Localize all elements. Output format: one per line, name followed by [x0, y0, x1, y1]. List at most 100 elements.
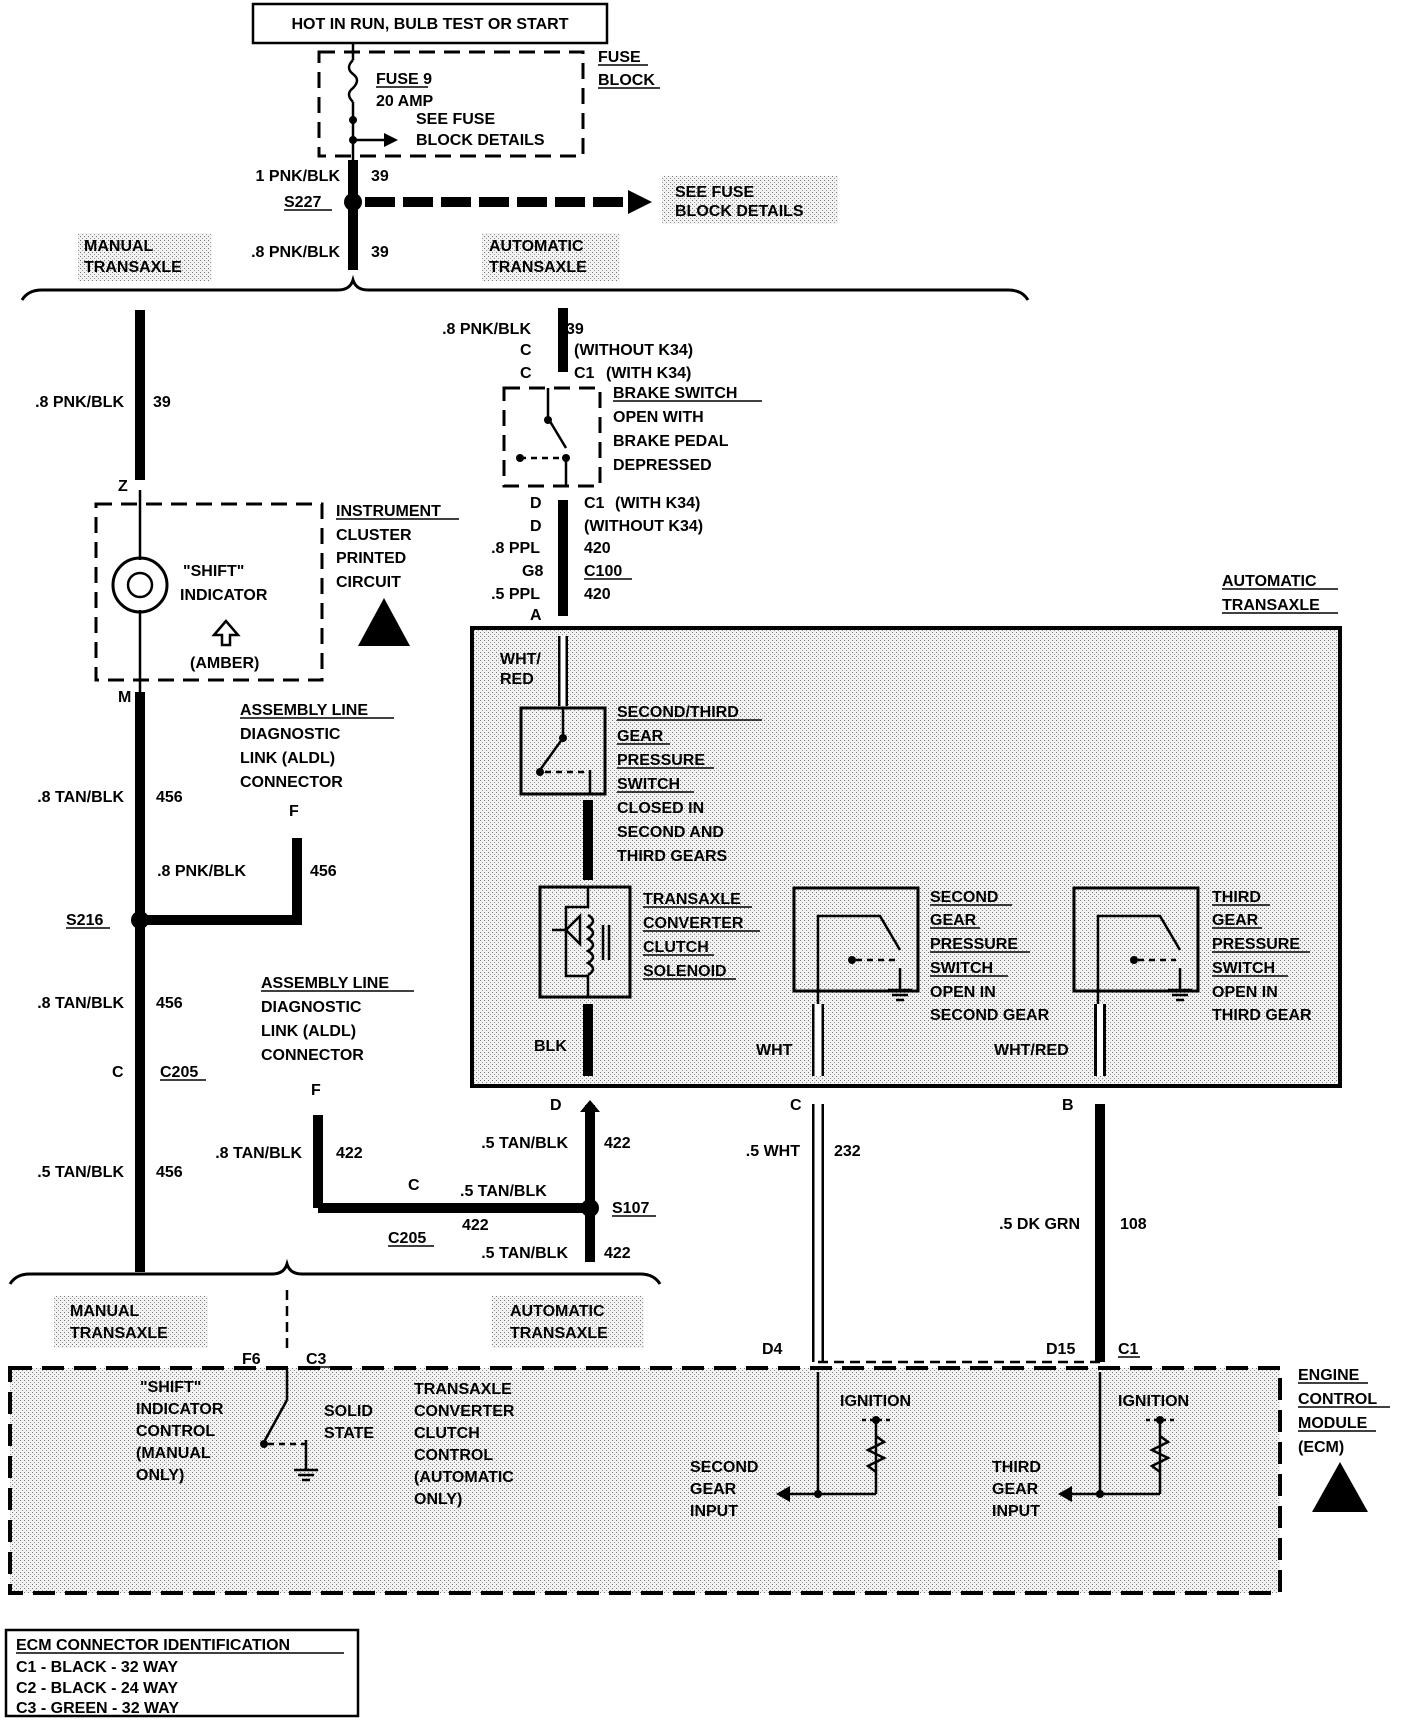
splice-s216-label: S216: [66, 912, 103, 929]
brake-desc-3: DEPRESSED: [613, 457, 712, 474]
brake-pin-d: D: [530, 495, 542, 512]
brake-title: BRAKE SWITCH: [613, 385, 737, 402]
svg-text:PRESSURE: PRESSURE: [930, 936, 1018, 953]
whtred-label-2: RED: [500, 671, 534, 688]
ground-icon: [1168, 988, 1192, 1002]
svg-text:SECOND/THIRD: SECOND/THIRD: [617, 704, 739, 721]
svg-text:SOLENOID: SOLENOID: [643, 963, 727, 980]
brake-switch-icon: [546, 388, 568, 486]
splice-s107-label: S107: [612, 1200, 649, 1217]
wire-5wht-label: .5 WHT: [746, 1143, 800, 1160]
brake-c1: C1: [574, 365, 595, 382]
circuit-420-a: 420: [584, 540, 611, 557]
whtred-label-3: WHT/RED: [994, 1042, 1069, 1059]
circuit-422-d: 422: [604, 1245, 631, 1262]
shift-indicator-label-2: INDICATOR: [180, 587, 268, 604]
fuse-name: FUSE 9: [376, 71, 432, 88]
aldl2-label-4: CONNECTOR: [261, 1047, 364, 1064]
cluster-label-1: INSTRUMENT: [336, 503, 441, 520]
wire-8tan-label-a: .8 TAN/BLK: [37, 789, 124, 806]
svg-text:(MANUAL: (MANUAL: [136, 1445, 211, 1462]
circuit-456-c: 456: [156, 995, 183, 1012]
wire-8pnk-label-a: .8 PNK/BLK: [251, 244, 340, 261]
svg-text:GEAR: GEAR: [617, 728, 664, 745]
aldl2-label-2: DIAGNOSTIC: [261, 999, 362, 1016]
tcc-control-text: TRANSAXLE CONVERTER CLUTCH CONTROL (AUTO…: [414, 1381, 515, 1508]
circuit-456-b: 456: [310, 863, 337, 880]
svg-text:THIRD: THIRD: [1212, 889, 1261, 906]
svg-text:CONVERTER: CONVERTER: [414, 1403, 515, 1420]
svg-text:OPEN IN: OPEN IN: [930, 984, 996, 1001]
svg-text:SWITCH: SWITCH: [930, 960, 993, 977]
wire-5tan-label-b: .5 TAN/BLK: [460, 1183, 547, 1200]
pin-c-c205-b: C: [408, 1177, 420, 1194]
fuse-block-label-1: FUSE: [598, 49, 641, 66]
legend-title: ECM CONNECTOR IDENTIFICATION: [16, 1637, 290, 1654]
pin-b-bottom: B: [1062, 1097, 1074, 1114]
brace-top: [20, 274, 1030, 301]
fuse-block-box: [317, 50, 585, 158]
diode-icon: [552, 912, 582, 948]
manual-label-1b: MANUAL: [70, 1303, 140, 1320]
pin-c-c205: C: [112, 1064, 124, 1081]
aldl1-label-2: DIAGNOSTIC: [240, 726, 341, 743]
c100-label: C100: [584, 563, 622, 580]
s227-see1: SEE FUSE: [675, 184, 754, 201]
fuse-block-label-2: BLOCK: [598, 72, 655, 89]
pin-a: A: [530, 607, 542, 624]
svg-text:GEAR: GEAR: [992, 1481, 1039, 1498]
svg-text:ONLY): ONLY): [414, 1491, 462, 1508]
wire-5ppl-label: .5 PPL: [491, 586, 540, 603]
auto-label-1a: AUTOMATIC: [489, 238, 584, 255]
ecm-box: [8, 1366, 1282, 1595]
svg-text:SECOND GEAR: SECOND GEAR: [930, 1007, 1050, 1024]
tcc-solenoid-text: TRANSAXLE CONVERTER CLUTCH SOLENOID: [643, 891, 760, 980]
solid-state-1: SOLID: [324, 1403, 373, 1420]
svg-text:SECOND: SECOND: [930, 889, 998, 906]
wire-5tan-label-a: .5 TAN/BLK: [37, 1164, 124, 1181]
svg-text:GEAR: GEAR: [690, 1481, 737, 1498]
wire-8pnk-label-d: .8 PNK/BLK: [442, 321, 531, 338]
svg-text:GEAR: GEAR: [930, 912, 977, 929]
pin-d-bottom: D: [550, 1097, 562, 1114]
instrument-cluster-box: [94, 502, 324, 682]
c205-label-a: C205: [160, 1064, 198, 1081]
svg-text:THIRD: THIRD: [992, 1459, 1041, 1476]
esd-warning-icon: [358, 598, 410, 646]
circuit-456-a: 456: [156, 789, 183, 806]
amber-label: (AMBER): [190, 655, 259, 672]
wire-5dkgrn-label: .5 DK GRN: [999, 1216, 1080, 1233]
second-gear-switch-text: SECOND GEAR PRESSURE SWITCH OPEN IN SECO…: [930, 889, 1050, 1024]
svg-text:ENGINE: ENGINE: [1298, 1367, 1360, 1384]
wire-8pnk-label-b: .8 PNK/BLK: [35, 394, 124, 411]
brake-pin-c-2: C: [520, 365, 532, 382]
wire-8tan-label-b: .8 TAN/BLK: [37, 995, 124, 1012]
brake-switch-box: [502, 386, 602, 488]
shift-indicator-label-1: "SHIFT": [183, 563, 244, 580]
brake-pin-c: C: [520, 342, 532, 359]
manual-label-2a: TRANSAXLE: [84, 259, 182, 276]
c205-label-b: C205: [388, 1230, 426, 1247]
brake-with-k34: (WITH K34): [606, 365, 691, 382]
ecm-connector-legend: [4, 1628, 360, 1718]
hot-in-run-box: [251, 2, 609, 45]
pin-f6: F6: [242, 1351, 261, 1368]
legend-row-c3: C3 - GREEN - 32 WAY: [16, 1700, 179, 1717]
ecm-title: ENGINE CONTROL MODULE (ECM): [1298, 1367, 1390, 1456]
whtred-label-1: WHT/: [500, 651, 541, 668]
brace-bottom: [8, 1258, 662, 1285]
third-gear-switch-icon: [1096, 914, 1182, 1006]
auto-label-1b: AUTOMATIC: [510, 1303, 605, 1320]
shift-indicator-bulb-icon: [111, 556, 169, 614]
pin-m: M: [118, 689, 131, 706]
svg-text:CONTROL: CONTROL: [136, 1423, 215, 1440]
pin-g8: G8: [522, 563, 543, 580]
pin-z: Z: [118, 478, 128, 495]
brake-c1-b: C1: [584, 495, 605, 512]
circuit-108: 108: [1120, 1216, 1147, 1233]
pin-c3: C3: [306, 1351, 327, 1368]
splice-s227: [344, 193, 362, 211]
circuit-39-c: 39: [153, 394, 171, 411]
svg-text:INPUT: INPUT: [690, 1503, 738, 1520]
ground-icon: [888, 988, 912, 1002]
